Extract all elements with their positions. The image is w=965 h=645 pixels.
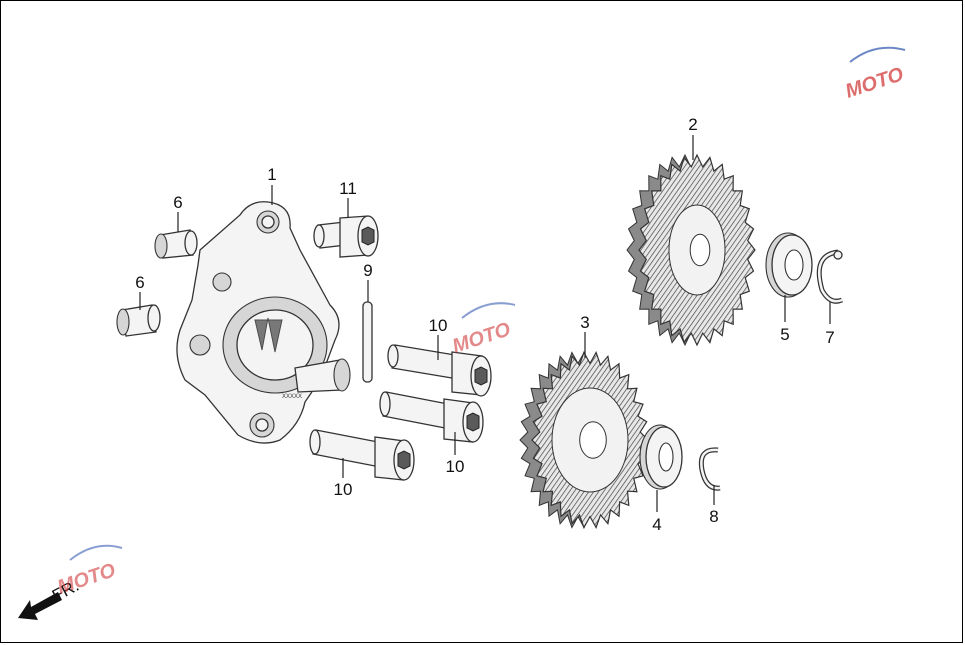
part-4-washer [639,424,683,490]
part-7-circlip [816,249,843,304]
front-arrow-icon [18,592,62,620]
callout-1: 1 [267,165,276,184]
callout-labels: 1 2 3 4 5 6 6 7 8 9 10 10 10 11 [135,115,834,534]
part-8-e-clip [698,447,721,491]
part-3-gear [519,351,649,529]
callout-7: 7 [825,328,834,347]
callout-5: 5 [780,325,789,344]
part-6-dowel-upper [154,229,198,259]
watermark-top-right: MOTO [843,46,907,103]
callout-10-middle: 10 [446,457,465,476]
callout-10-upper: 10 [429,316,448,335]
watermark-logo: MOTO [450,318,514,357]
callout-3: 3 [580,313,589,332]
watermark-logo: MOTO [843,63,907,102]
leader-lines [139,135,831,512]
watermark-logo: MOTO [55,559,119,598]
watermark-bottom-left: MOTO [55,544,123,599]
callout-4: 4 [652,515,661,534]
svg-text:XXXXX: XXXXX [282,394,302,400]
callout-9: 9 [363,261,372,280]
callout-6-lower: 6 [135,273,144,292]
part-6-dowel-lower [116,304,161,337]
callout-2: 2 [688,115,697,134]
callout-6-upper: 6 [173,193,182,212]
callout-10-lower: 10 [334,480,353,499]
part-1-oil-pump-body: XXXXX [176,201,351,444]
callout-8: 8 [709,507,718,526]
part-10-bolt-upper [387,344,492,397]
part-5-washer [765,232,813,298]
part-10-bolt-middle [379,391,484,443]
part-9-pin [362,301,373,383]
callout-11: 11 [339,179,357,198]
watermark-center: MOTO [450,302,516,358]
part-2-large-gear [626,153,756,347]
part-11-bolt [313,215,379,258]
part-10-bolt-lower [309,429,415,481]
